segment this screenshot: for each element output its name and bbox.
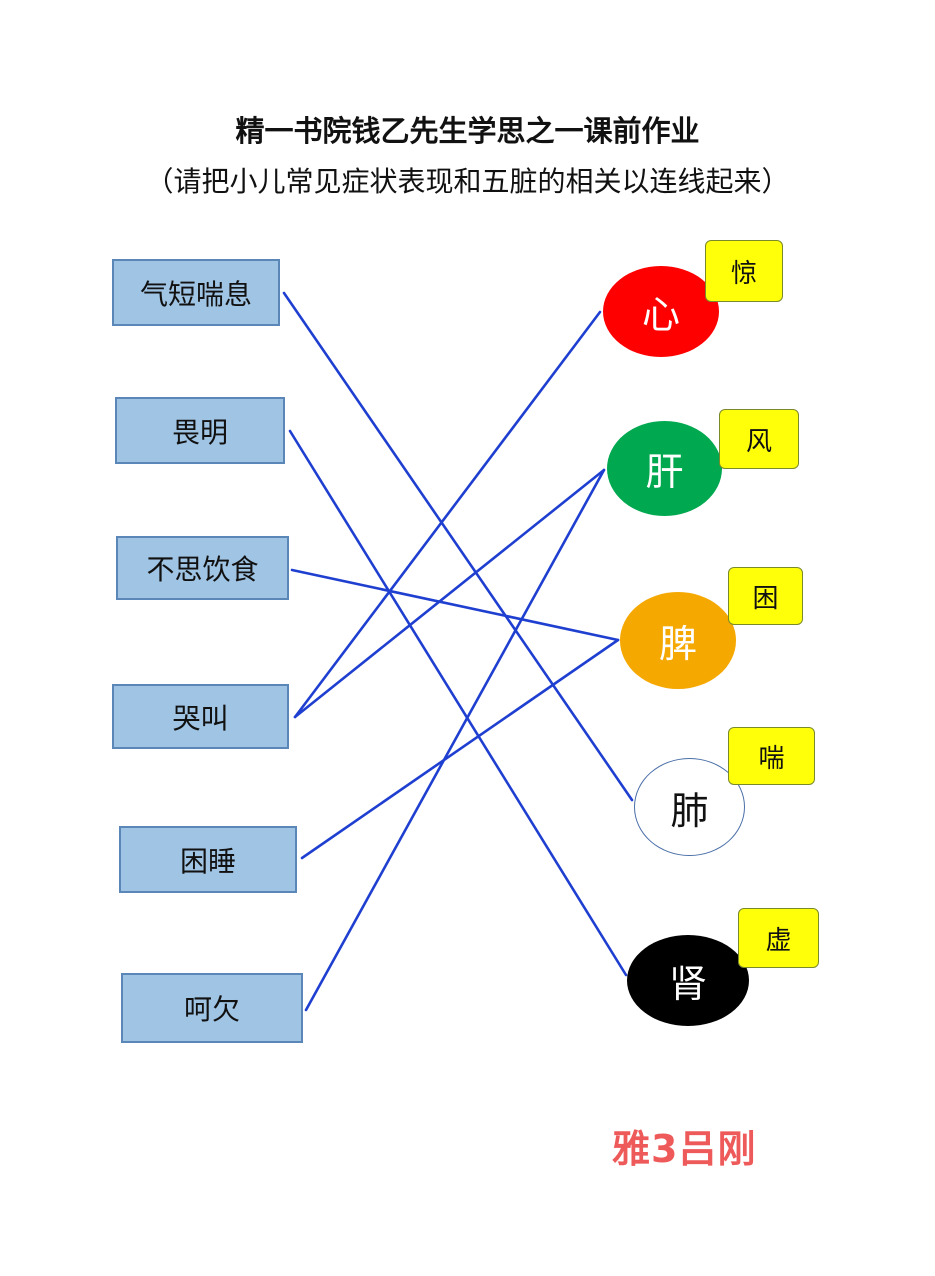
symptom-box-qiduan: 气短喘息: [112, 259, 280, 326]
symptom-box-weiming: 畏明: [115, 397, 285, 464]
symptom-label: 气短喘息: [139, 277, 252, 311]
symptom-label: 困睡: [179, 844, 236, 878]
author-signature: 雅3吕刚: [612, 1127, 757, 1171]
line-kunshui-pi: [300, 638, 620, 860]
symptom-box-kunshui: 困睡: [119, 826, 297, 893]
tag-label: 喘: [758, 743, 785, 774]
organ-spleen: 脾: [620, 592, 736, 689]
tag-kun: 困: [728, 567, 803, 625]
tag-label: 惊: [730, 258, 757, 289]
organ-label: 脾: [658, 622, 697, 666]
organ-lung: 肺: [634, 758, 745, 856]
tag-label: 风: [745, 426, 772, 457]
organ-liver: 肝: [607, 421, 722, 516]
tag-label: 虚: [765, 925, 792, 956]
tag-xu: 虚: [738, 908, 819, 968]
page-title: 精一书院钱乙先生学思之一课前作业: [235, 114, 700, 148]
organ-label: 肾: [668, 962, 707, 1006]
tag-label: 困: [752, 583, 779, 614]
symptom-label: 畏明: [171, 415, 228, 449]
line-qiduan-fei: [282, 291, 634, 802]
symptom-label: 哭叫: [172, 701, 229, 735]
line-kujiao-gan: [293, 468, 606, 719]
tag-chuan: 喘: [728, 727, 815, 785]
symptom-box-busiyinshi: 不思饮食: [116, 536, 289, 600]
organ-kidney: 肾: [627, 935, 749, 1026]
symptom-label: 呵欠: [183, 993, 240, 1026]
tag-feng: 风: [719, 409, 799, 469]
tag-jing: 惊: [705, 240, 783, 302]
line-kujiao-xin: [293, 310, 602, 719]
page-subtitle: （请把小儿常见症状表现和五脏的相关以连线起来）: [145, 165, 790, 198]
line-hegian-gan: [304, 468, 606, 1012]
line-busi-pi: [290, 568, 620, 642]
organ-label: 肺: [670, 788, 709, 833]
symptom-box-kujiao: 哭叫: [112, 684, 289, 749]
organ-heart: 心: [603, 266, 719, 357]
organ-label: 心: [641, 293, 680, 337]
organ-label: 肝: [645, 450, 684, 494]
symptom-box-heqian: 呵欠: [121, 973, 303, 1043]
symptom-label: 不思饮食: [146, 553, 259, 586]
line-weiming-shen: [288, 429, 628, 977]
